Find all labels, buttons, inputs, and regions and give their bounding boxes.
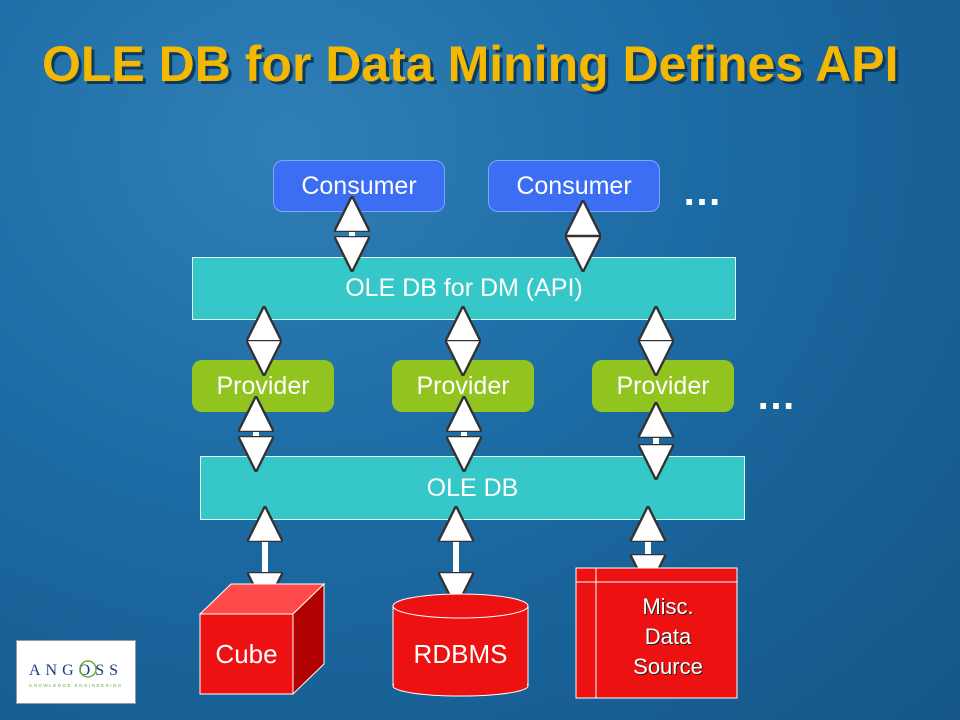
rdbms-label: RDBMS bbox=[413, 639, 508, 669]
rdbms-cylinder bbox=[392, 593, 529, 697]
consumer-box-2: Consumer bbox=[488, 160, 660, 212]
cube-shape bbox=[198, 582, 326, 696]
angoss-logo-graphic: ANGOSS KNOWLEDGE ENGINEERING bbox=[29, 660, 123, 688]
consumer-ellipsis: … bbox=[682, 170, 722, 214]
logo-wordmark: ANGOSS bbox=[29, 662, 123, 679]
misc-source-shape bbox=[575, 567, 738, 699]
misc-source-label: Misc. Data Source bbox=[598, 592, 738, 682]
misc-label-line-2: Data bbox=[644, 624, 692, 649]
provider-ellipsis: … bbox=[756, 374, 796, 418]
misc-label-line-1: Misc. bbox=[642, 594, 694, 619]
provider-box-1: Provider bbox=[192, 360, 334, 412]
provider-box-2: Provider bbox=[392, 360, 534, 412]
misc-label-line-3: Source bbox=[633, 654, 703, 679]
cube-label: Cube bbox=[215, 639, 278, 669]
logo-tagline: KNOWLEDGE ENGINEERING bbox=[29, 683, 123, 688]
angoss-logo: ANGOSS KNOWLEDGE ENGINEERING bbox=[16, 640, 136, 704]
consumer-box-1: Consumer bbox=[273, 160, 445, 212]
slide-title: OLE DB for Data Mining Defines API bbox=[42, 36, 899, 92]
